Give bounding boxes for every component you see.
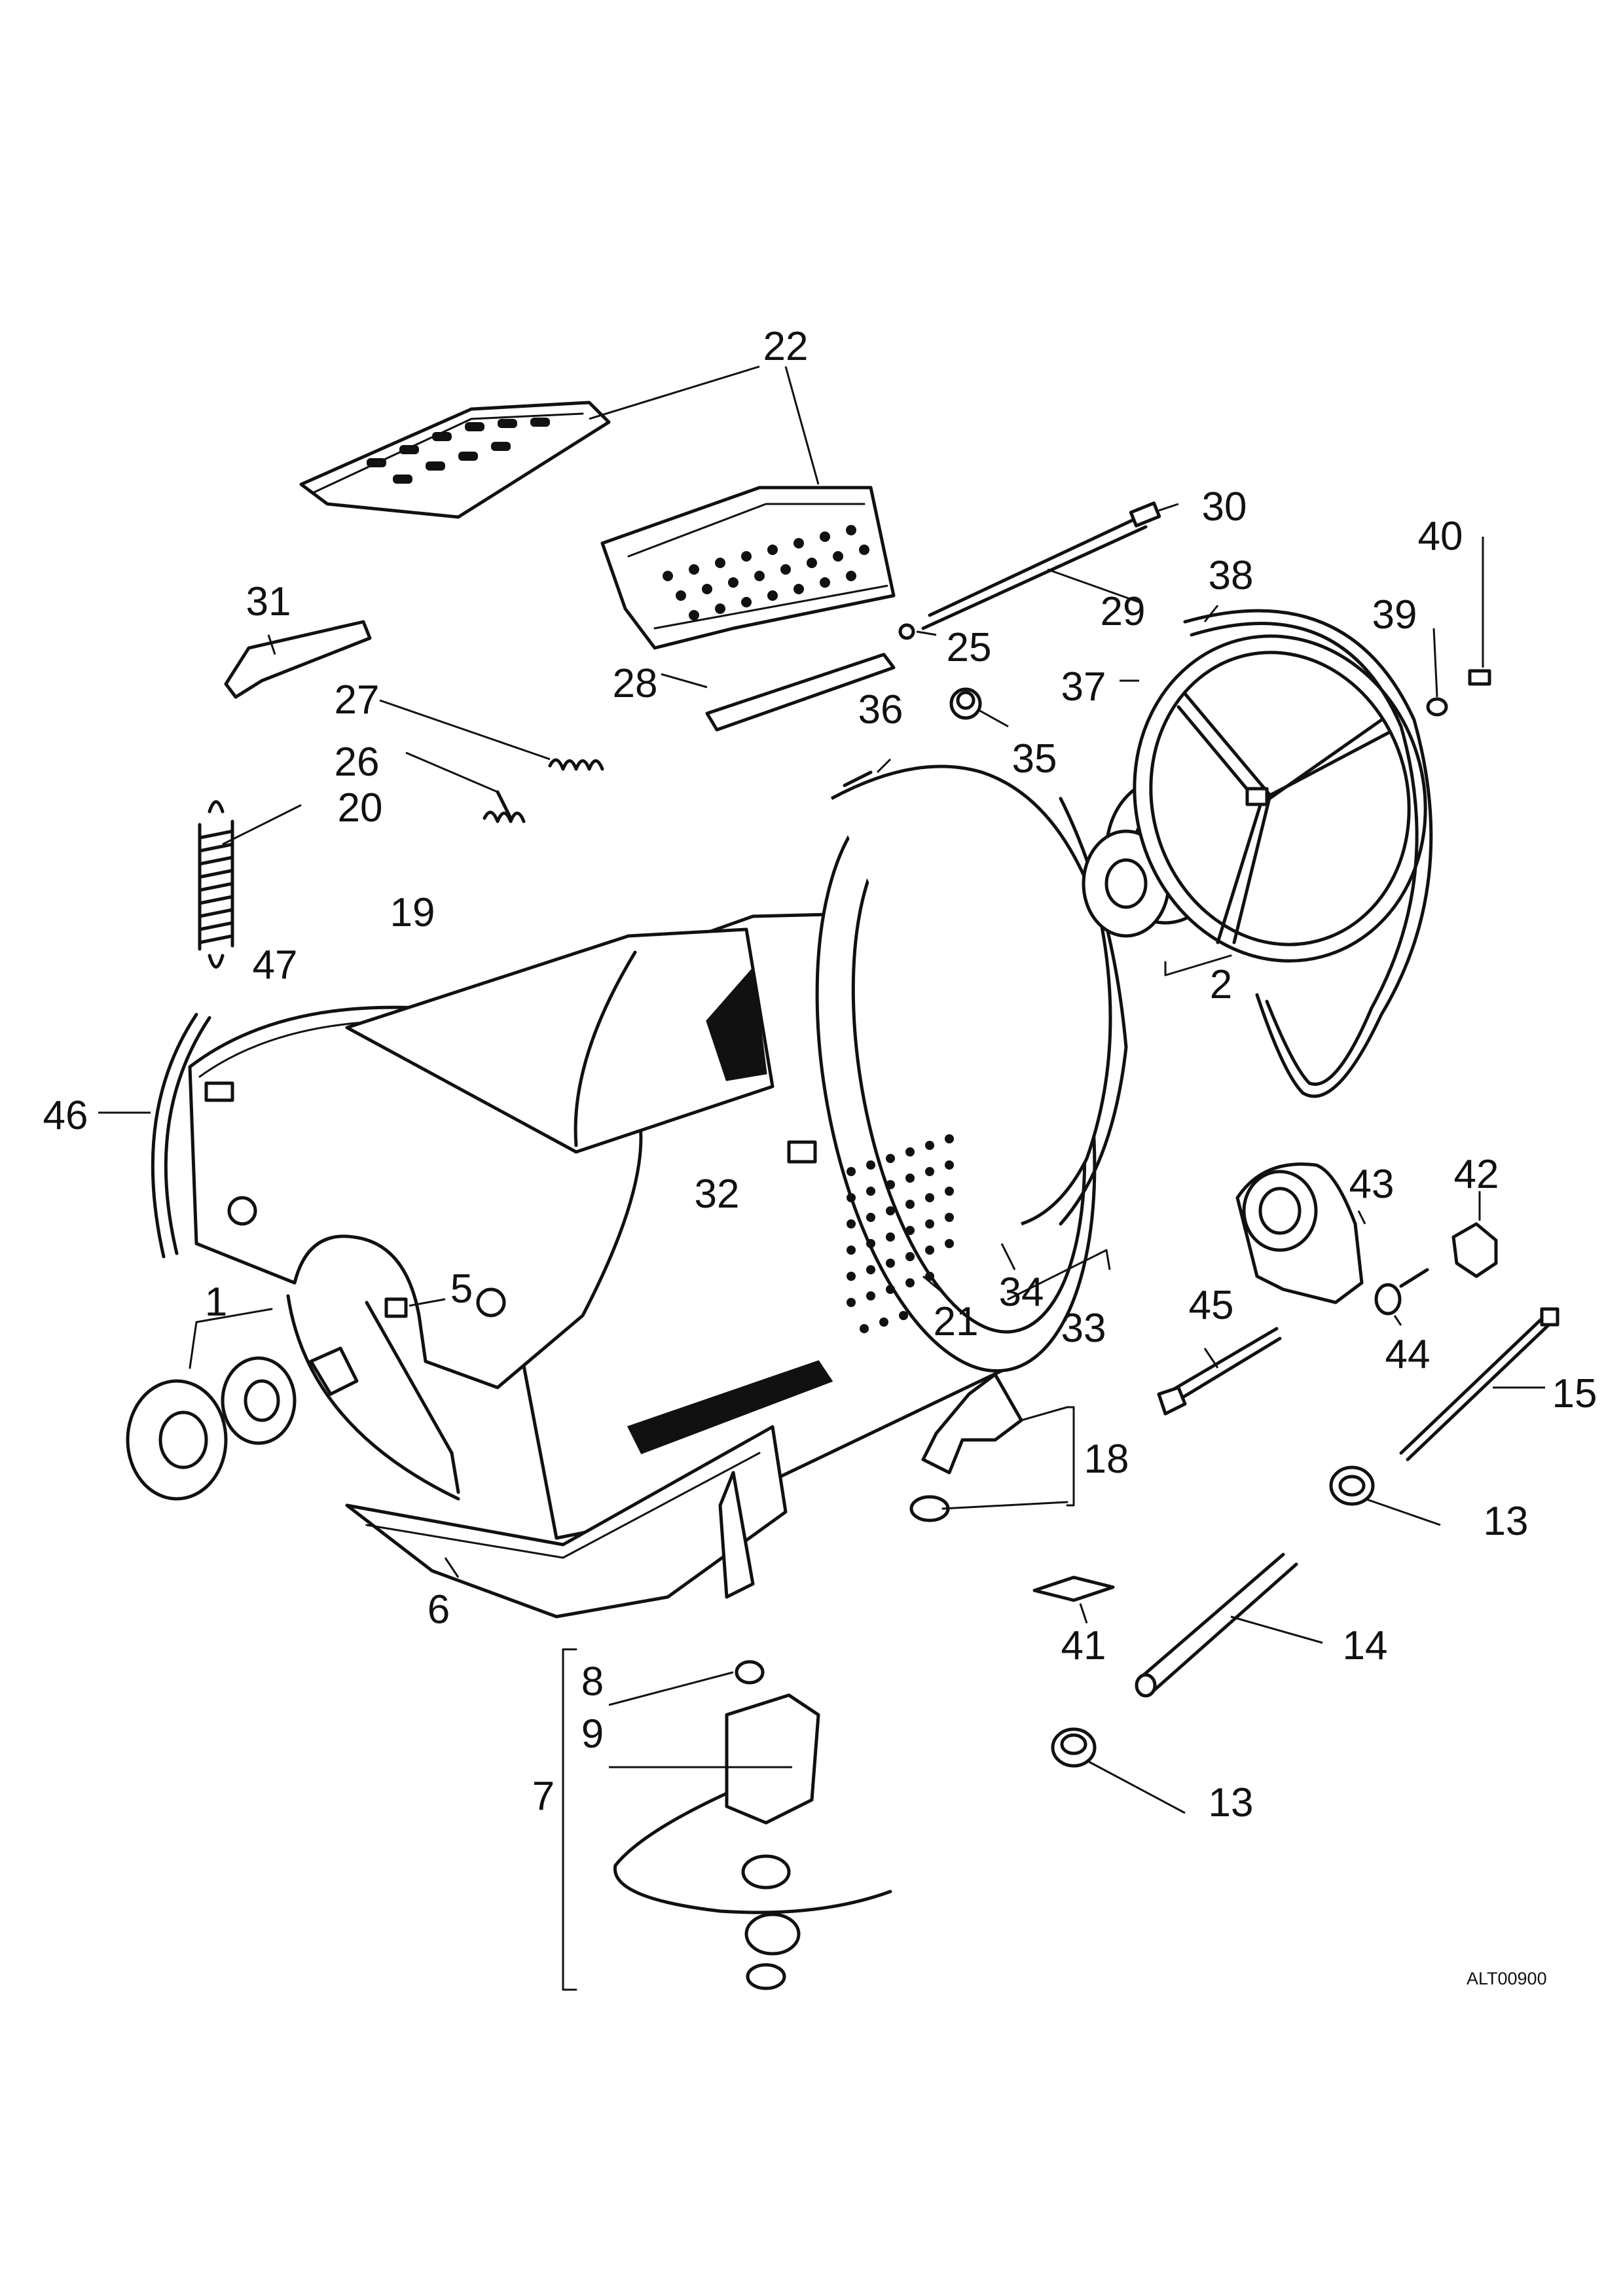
part-label-36: 36	[858, 687, 903, 732]
part-13-buffer-upper	[1329, 1465, 1441, 1526]
part-31-bracket	[224, 620, 372, 699]
part-label-19: 19	[390, 890, 435, 935]
part-label-27: 27	[334, 677, 380, 723]
part-29-rod	[921, 515, 1148, 630]
part-35-cap	[949, 687, 1009, 728]
part-44-bush	[1374, 1268, 1429, 1326]
part-label-13-lower: 13	[1208, 1780, 1254, 1825]
part-46-arc-bracket	[98, 1013, 211, 1259]
part-label-46: 46	[43, 1093, 88, 1138]
part-28-strip	[661, 653, 896, 732]
part-1-flange	[126, 1308, 359, 1501]
part-22-cover-left	[299, 401, 611, 519]
part-14-tube	[1135, 1552, 1323, 1698]
part-label-15: 15	[1552, 1371, 1597, 1416]
part-7-damper-assembly	[562, 1648, 892, 1991]
part-label-9: 9	[581, 1712, 604, 1757]
part-40-bolt	[1468, 537, 1491, 686]
drawing-code: ALT00900	[1467, 1969, 1547, 1988]
part-label-22: 22	[763, 324, 809, 369]
drum-perforations	[847, 1134, 954, 1333]
part-39-nut	[1426, 628, 1448, 717]
part-label-29: 29	[1100, 589, 1146, 634]
part-25-washer	[898, 623, 937, 640]
part-label-43: 43	[1349, 1162, 1395, 1207]
part-label-5: 5	[450, 1266, 473, 1312]
part-26-spring	[405, 751, 526, 823]
part-label-28: 28	[612, 661, 658, 706]
part-label-26: 26	[334, 740, 380, 785]
part-20-spring	[198, 800, 302, 969]
part-15-bolt	[1399, 1307, 1559, 1462]
part-label-7: 7	[532, 1774, 555, 1819]
part-22-cover-right	[600, 486, 896, 650]
part-label-37: 37	[1061, 664, 1106, 709]
part-label-1: 1	[204, 1280, 228, 1325]
part-label-14: 14	[1342, 1623, 1388, 1668]
part-label-40: 40	[1417, 514, 1463, 559]
part-label-32: 32	[694, 1172, 740, 1217]
part-label-31: 31	[246, 579, 291, 624]
part-label-39: 39	[1372, 592, 1417, 637]
part-label-35: 35	[1012, 736, 1057, 781]
part-label-2: 2	[1209, 962, 1233, 1007]
part-label-41: 41	[1061, 1623, 1106, 1668]
part-label-34: 34	[998, 1270, 1044, 1315]
part-37-pulley	[1120, 634, 1427, 963]
part-41-clip	[1032, 1575, 1115, 1624]
part-5-bolt	[384, 1297, 446, 1318]
part-label-21: 21	[933, 1299, 979, 1344]
part-label-33: 33	[1061, 1306, 1106, 1351]
part-label-6: 6	[427, 1587, 450, 1632]
part-45-pin	[1157, 1327, 1282, 1416]
part-38-belt	[1183, 605, 1433, 1098]
part-42-cap	[1451, 1191, 1498, 1278]
part-label-44: 44	[1385, 1332, 1431, 1377]
part-label-30: 30	[1201, 484, 1247, 529]
part-label-25: 25	[946, 625, 992, 670]
part-label-13-upper: 13	[1483, 1499, 1529, 1544]
part-27-spring	[379, 699, 604, 771]
part-label-18: 18	[1084, 1437, 1129, 1482]
part-label-45: 45	[1188, 1283, 1234, 1328]
part-label-42: 42	[1453, 1152, 1499, 1197]
part-43-motor-mount	[1235, 1162, 1366, 1304]
part-label-20: 20	[337, 785, 383, 831]
part-label-38: 38	[1208, 553, 1254, 598]
part-label-8: 8	[581, 1659, 604, 1704]
part-18-clips	[909, 1372, 1075, 1522]
part-30-bolt	[1129, 501, 1179, 528]
part-13-buffer-lower	[1051, 1727, 1186, 1814]
part-label-47: 47	[252, 942, 298, 988]
